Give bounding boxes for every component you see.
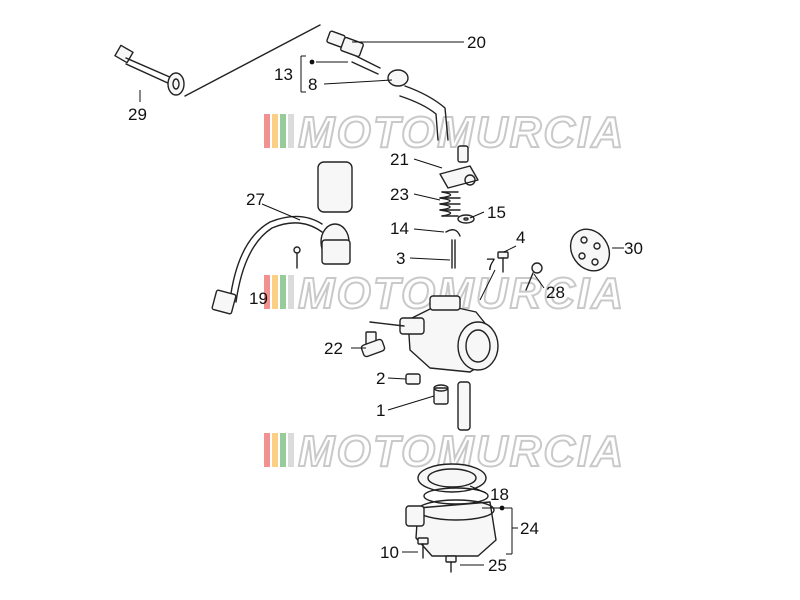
emulsion-tube [457, 381, 471, 431]
part-29-bolt [114, 24, 321, 97]
part-27-electric-choke [211, 161, 353, 315]
part-22-adjust-screw [360, 331, 386, 358]
leader-lines [139, 41, 624, 566]
part-8-hose [387, 69, 449, 141]
callout-3: 3 [396, 249, 405, 268]
callout-2: 2 [376, 369, 385, 388]
callout-22: 22 [324, 339, 343, 358]
part-15-washer [457, 214, 475, 224]
callout-15: 15 [487, 203, 506, 222]
callout-14: 14 [390, 219, 409, 238]
carburetor-body [369, 295, 499, 373]
callout-27: 27 [246, 190, 265, 209]
part-23-spring [439, 191, 461, 217]
callout-30: 30 [624, 239, 643, 258]
callout-29: 29 [128, 105, 147, 124]
callout-8: 8 [308, 75, 317, 94]
callout-20: 20 [467, 33, 486, 52]
part-24-float-bowl [405, 499, 497, 557]
callout-1: 1 [376, 401, 385, 420]
part-4-screw [497, 251, 509, 273]
part-20-fuel-fitting [326, 30, 381, 75]
part-10-screw [417, 537, 429, 559]
part-30-cover [569, 228, 611, 272]
callout-4: 4 [516, 228, 525, 247]
callout-21: 21 [390, 150, 409, 169]
part-3-needle [451, 239, 456, 269]
watermark-top: MOTOMURCIA [264, 107, 624, 158]
part-28-screw [525, 262, 543, 291]
callout-10: 10 [380, 543, 399, 562]
callout-7: 7 [486, 255, 495, 274]
part-18-float-gasket [417, 463, 489, 505]
callout-28: 28 [546, 283, 565, 302]
callout-18: 18 [490, 485, 509, 504]
callout-19: 19 [249, 289, 268, 308]
callout-24: 24 [520, 519, 539, 538]
callouts: 20 13 8 29 21 23 27 14 15 4 30 3 7 28 19… [128, 33, 643, 575]
part-25-screw [445, 555, 457, 573]
callout-25: 25 [488, 556, 507, 575]
part-2-jet [405, 373, 421, 385]
callout-13: 13 [274, 65, 293, 84]
part-21-elbow [439, 145, 479, 189]
part-1-main-jet [433, 384, 449, 405]
part-14-clip [445, 229, 461, 237]
callout-23: 23 [390, 185, 409, 204]
